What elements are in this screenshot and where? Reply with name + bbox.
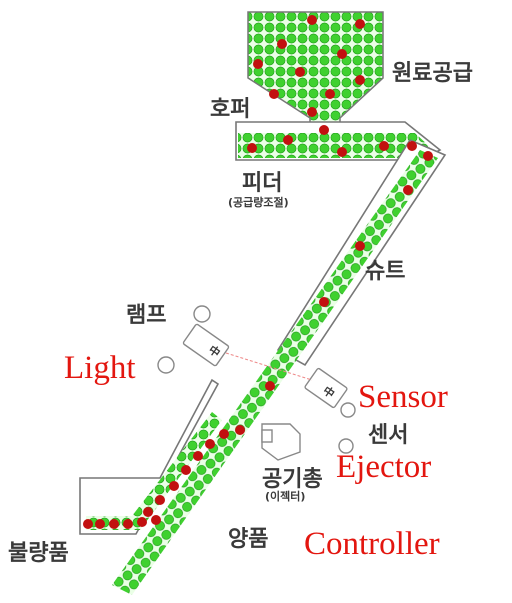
feeder-label: 피더 — [242, 171, 282, 196]
reject-label: 불량품 — [8, 541, 69, 566]
light-label: Light — [64, 350, 136, 386]
feeder-sub-label: (공급량조절) — [228, 196, 289, 209]
sensor: 中 — [304, 367, 356, 454]
sensor-ko-label: 센서 — [368, 423, 408, 448]
lamp: 中 — [157, 305, 230, 374]
hopper-label: 호퍼 — [210, 97, 250, 122]
raw-supply-label: 원료공급 — [392, 61, 473, 86]
sensor-en-label: Sensor — [358, 379, 448, 415]
light-beam — [225, 352, 313, 381]
air-gun-label: 공기총 — [262, 467, 323, 492]
good-label: 양품 — [228, 527, 268, 552]
controller-label: Controller — [304, 526, 440, 562]
air-gun-sub-label: (이젝터) — [265, 489, 305, 503]
lamp-label: 램프 — [126, 303, 166, 328]
air-gun — [261, 423, 301, 461]
ejector-label: Ejector — [336, 449, 431, 485]
reject-bin — [79, 378, 222, 535]
chute-label: 슈트 — [365, 259, 405, 284]
chute — [112, 138, 447, 595]
defect-grains — [83, 15, 433, 529]
